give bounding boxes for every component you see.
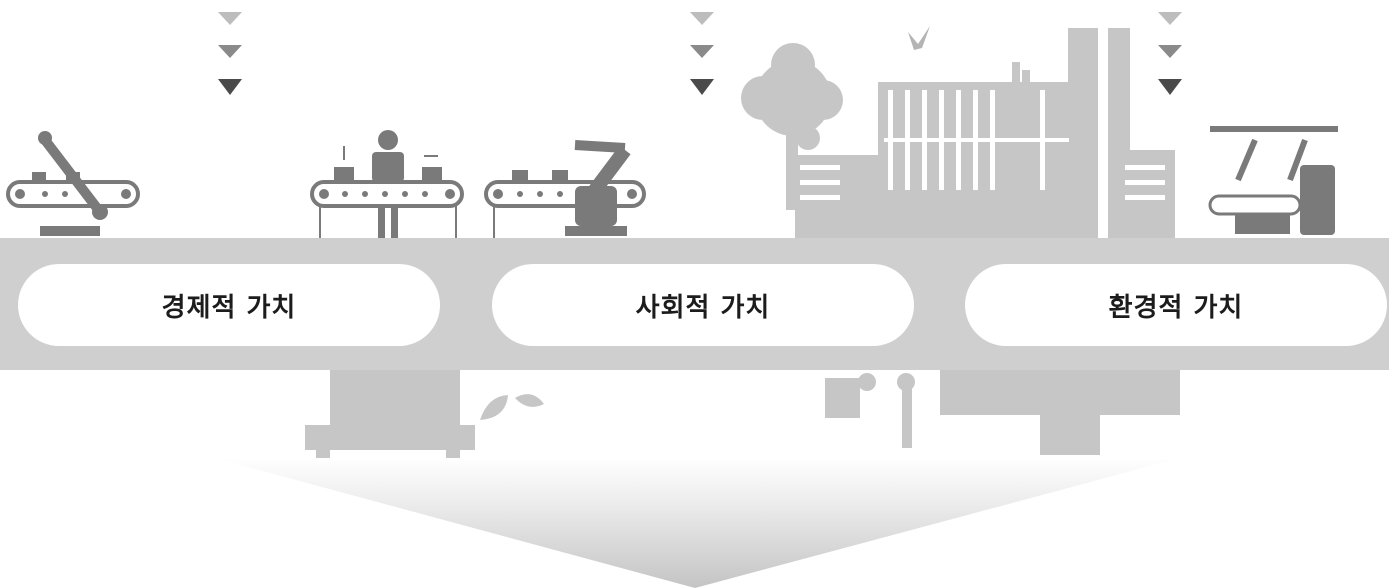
economic-value-label: 경제적 가치 bbox=[161, 292, 297, 323]
social-value-pill: 사회적 가치 bbox=[492, 264, 914, 346]
machine-icon bbox=[305, 370, 475, 458]
robot-conveyor-icon bbox=[484, 140, 646, 238]
environmental-value-label: 환경적 가치 bbox=[1108, 292, 1244, 323]
factory-icon bbox=[795, 28, 1175, 243]
economic-value-pill: 경제적 가치 bbox=[18, 264, 440, 346]
factory-windows bbox=[800, 90, 1165, 200]
automated-line-icon bbox=[1208, 126, 1338, 235]
conveyor-machine-icon bbox=[825, 370, 1180, 455]
bird-icon bbox=[908, 26, 930, 50]
robot-arm-conveyor-icon bbox=[6, 131, 140, 236]
down-funnel-arrow bbox=[215, 458, 1180, 588]
down-arrow-icon-2 bbox=[690, 12, 714, 95]
down-arrow-icon-1 bbox=[218, 12, 242, 95]
leaf-icon bbox=[480, 394, 544, 420]
down-arrow-icon-3 bbox=[1158, 12, 1182, 95]
social-value-label: 사회적 가치 bbox=[635, 292, 771, 323]
worker-conveyor-icon bbox=[310, 130, 464, 238]
environmental-value-pill: 환경적 가치 bbox=[965, 264, 1387, 346]
